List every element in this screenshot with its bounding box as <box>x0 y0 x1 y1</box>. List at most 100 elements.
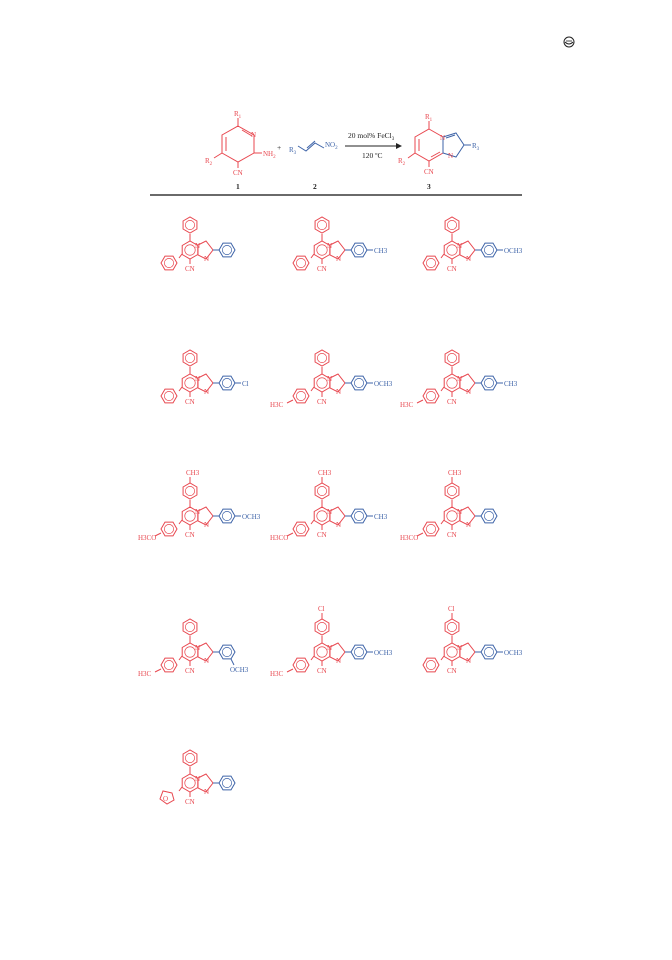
reaction-scheme: N R1 R2 NH2 CN 1 + R3 NO2 2 20 mol% FeCl… <box>205 110 480 191</box>
right-phenyl-ring-aromatic <box>222 778 232 788</box>
pyridine-ring-aromatic <box>316 646 328 658</box>
product-3-r2: R <box>398 157 403 165</box>
left-aryl-ring-aromatic <box>426 391 436 401</box>
reactant-1: N R1 R2 NH2 CN 1 <box>205 110 276 191</box>
top-phenyl-ring-aromatic <box>317 353 327 363</box>
cyano-label: CN <box>185 531 195 539</box>
ring-nitrogen-label: N <box>327 644 332 652</box>
top-phenyl-ring-aromatic <box>317 220 327 230</box>
furan-oxygen-label: O <box>163 795 168 803</box>
svg-text:NO2: NO2 <box>325 141 338 151</box>
left-aryl-ring-aromatic <box>164 660 174 670</box>
imidazole-ring <box>197 506 214 526</box>
right-para-substituent-label: CH3 <box>374 247 388 255</box>
cyano-label: CN <box>447 667 457 675</box>
pyridine-ring-aromatic <box>316 377 328 389</box>
top-aryl-ring <box>314 482 330 500</box>
left-phenyl-ring-aromatic <box>164 391 174 401</box>
imidazole-nitrogen-label: N <box>204 788 209 796</box>
bond <box>286 399 294 404</box>
ring-nitrogen-label: N <box>327 242 332 250</box>
pyridine-ring-aromatic <box>184 777 196 789</box>
reactant-2-label: 2 <box>313 182 317 191</box>
cyano-label: CN <box>185 667 195 675</box>
left-phenyl-ring-aromatic <box>426 660 436 670</box>
cyano-label: CN <box>185 265 195 273</box>
right-para-substituent-label: CH3 <box>374 513 388 521</box>
bond <box>154 668 162 673</box>
left-aryl-ring <box>422 521 440 537</box>
top-phenyl-ring <box>182 618 198 636</box>
imidazole-ring <box>459 642 476 662</box>
top-phenyl-ring <box>314 349 330 367</box>
left-aryl-ring <box>292 388 310 404</box>
reactant-1-label: 1 <box>236 182 240 191</box>
cyano-label: CN <box>317 667 327 675</box>
left-substituent-label: H3C <box>270 670 284 678</box>
imidazole-ring <box>329 373 346 393</box>
left-phenyl-ring <box>160 255 178 271</box>
catalyst-sub: 3 <box>392 137 395 142</box>
left-substituent-label: H3C <box>400 401 414 409</box>
pyridine-ring-aromatic <box>316 510 328 522</box>
left-aryl-ring-aromatic <box>296 524 306 534</box>
product-3: N N R1 R2 R3 CN 3 <box>398 113 480 191</box>
svg-text:R1: R1 <box>234 110 242 120</box>
imidazole-ring <box>459 373 476 393</box>
top-aryl-ring-aromatic <box>317 622 327 632</box>
bond <box>440 519 445 525</box>
ring-nitrogen-label: N <box>457 375 462 383</box>
left-substituent-label: H3C <box>138 670 152 678</box>
left-aryl-ring-aromatic <box>426 524 436 534</box>
furan-ring <box>159 790 175 805</box>
svg-text:R2: R2 <box>205 157 213 167</box>
top-phenyl-ring-aromatic <box>185 220 195 230</box>
imidazole-ring <box>197 240 214 260</box>
imidazole-nitrogen-label: N <box>466 388 471 396</box>
imidazole-ring <box>459 506 476 526</box>
top-substituent-label: Cl <box>448 605 455 613</box>
top-phenyl-ring-aromatic <box>447 220 457 230</box>
top-aryl-ring-aromatic <box>447 486 457 496</box>
imidazole-nitrogen-label: N <box>204 657 209 665</box>
ring-nitrogen-label: N <box>195 242 200 250</box>
left-aryl-ring-aromatic <box>164 524 174 534</box>
top-phenyl-ring-aromatic <box>185 353 195 363</box>
imidazole-nitrogen-label: N <box>336 657 341 665</box>
right-aryl-ring-aromatic <box>222 511 232 521</box>
right-para-substituent-label: OCH3 <box>504 247 523 255</box>
reactant-2-no2-sub: 2 <box>335 146 338 151</box>
imidazole-nitrogen-label: N <box>336 521 341 529</box>
product-3-r3: R <box>472 142 477 150</box>
plus-sign: + <box>277 143 281 152</box>
left-phenyl-ring <box>292 255 310 271</box>
top-substituent-label: CH3 <box>186 469 200 477</box>
right-phenyl-ring <box>218 242 236 258</box>
svg-text:R1: R1 <box>425 113 433 123</box>
cyano-label: CN <box>317 398 327 406</box>
ring-nitrogen-label: N <box>457 644 462 652</box>
imidazole-nitrogen-label: N <box>204 255 209 263</box>
svg-text:R3: R3 <box>472 142 480 152</box>
reactant-1-r2-sub: 2 <box>210 162 213 167</box>
left-phenyl-ring-aromatic <box>426 258 436 268</box>
svg-text:NH2: NH2 <box>263 150 276 160</box>
left-phenyl-ring-aromatic <box>296 258 306 268</box>
right-aryl-ring-aromatic <box>222 647 232 657</box>
imidazole-ring <box>459 240 476 260</box>
right-meta-substituent-label: OCH3 <box>230 666 249 674</box>
right-aryl-ring <box>218 644 236 660</box>
left-aryl-ring <box>160 657 178 673</box>
top-phenyl-ring <box>444 216 460 234</box>
right-para-substituent-label: OCH3 <box>374 380 393 388</box>
right-phenyl-ring <box>480 508 498 524</box>
bond <box>310 519 315 525</box>
product-3-cn: CN <box>424 168 434 176</box>
temperature-text: 120 ºC <box>362 151 382 160</box>
top-phenyl-ring-aromatic <box>185 622 195 632</box>
pyridine-ring-aromatic <box>446 377 458 389</box>
top-aryl-ring <box>314 618 330 636</box>
